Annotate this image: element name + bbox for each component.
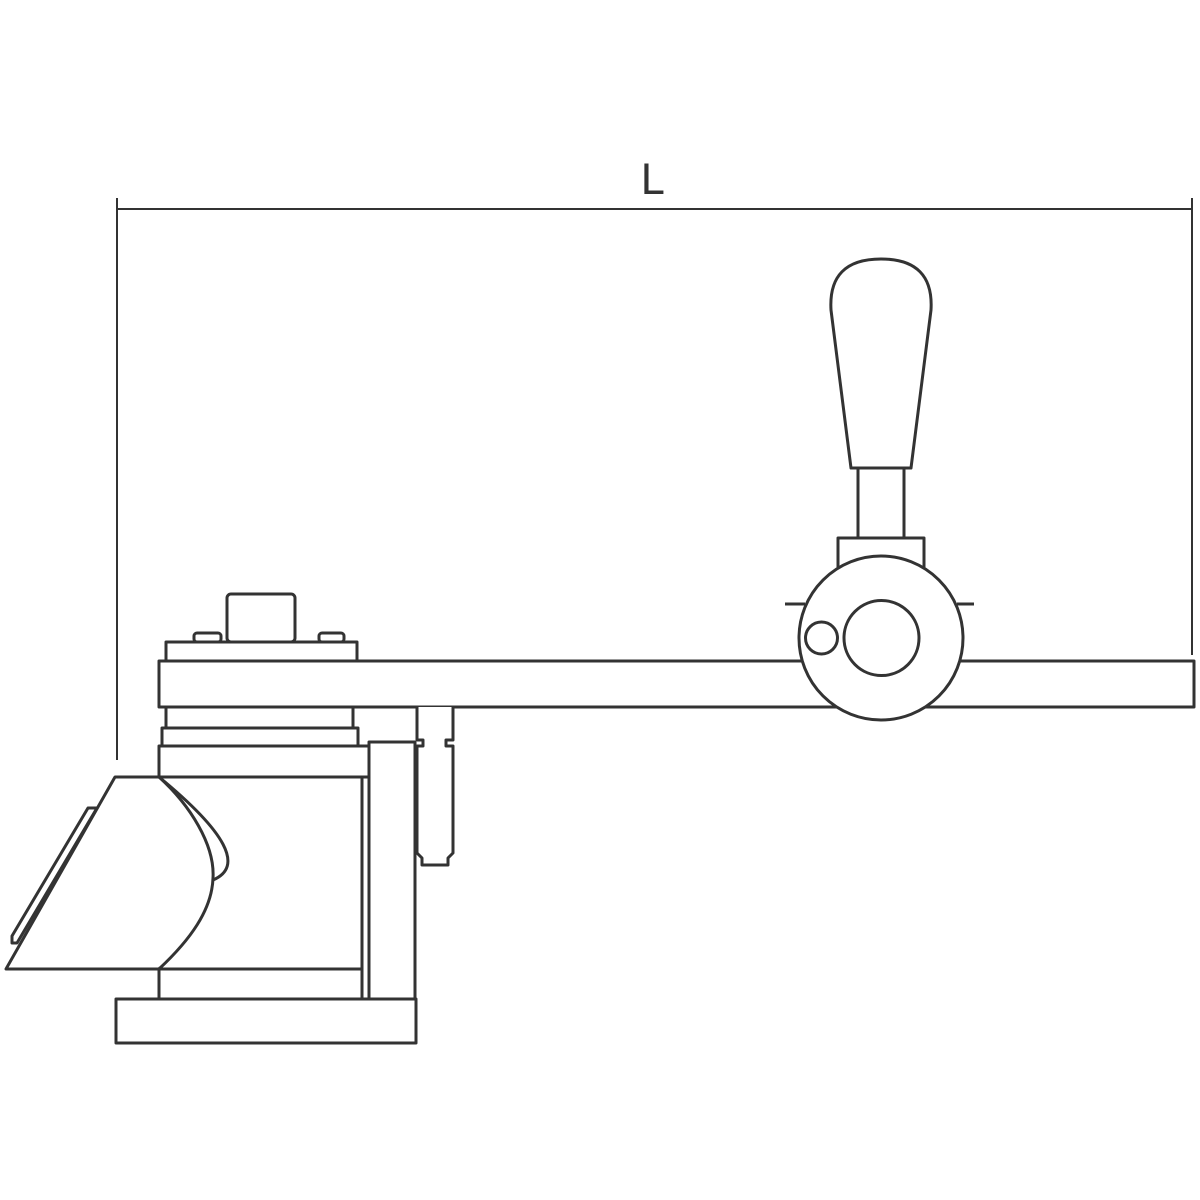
side-plate bbox=[367, 740, 417, 1001]
ring-1 bbox=[164, 705, 355, 730]
lower-housing bbox=[157, 967, 364, 1001]
dimension-L: L bbox=[116, 155, 1193, 760]
reaction-pin bbox=[415, 707, 455, 867]
handle bbox=[829, 257, 933, 580]
ring-3 bbox=[157, 744, 371, 779]
foot-strip bbox=[10, 806, 99, 945]
ratchet-head bbox=[785, 554, 974, 722]
ratchet-housing bbox=[797, 554, 965, 722]
reaction-foot bbox=[4, 775, 230, 971]
gearbox-top bbox=[164, 592, 359, 663]
foot-curve bbox=[157, 775, 215, 971]
drive-hole bbox=[842, 599, 921, 677]
base-plate bbox=[114, 997, 418, 1045]
handle-stem bbox=[856, 466, 906, 540]
lock-pin bbox=[804, 620, 839, 656]
reaction-bar bbox=[157, 659, 1196, 709]
ring-2 bbox=[160, 726, 360, 748]
dimension-label: L bbox=[640, 155, 664, 204]
top-plate bbox=[164, 640, 359, 663]
input-square-drive bbox=[225, 592, 297, 644]
handle-grip bbox=[829, 257, 933, 470]
